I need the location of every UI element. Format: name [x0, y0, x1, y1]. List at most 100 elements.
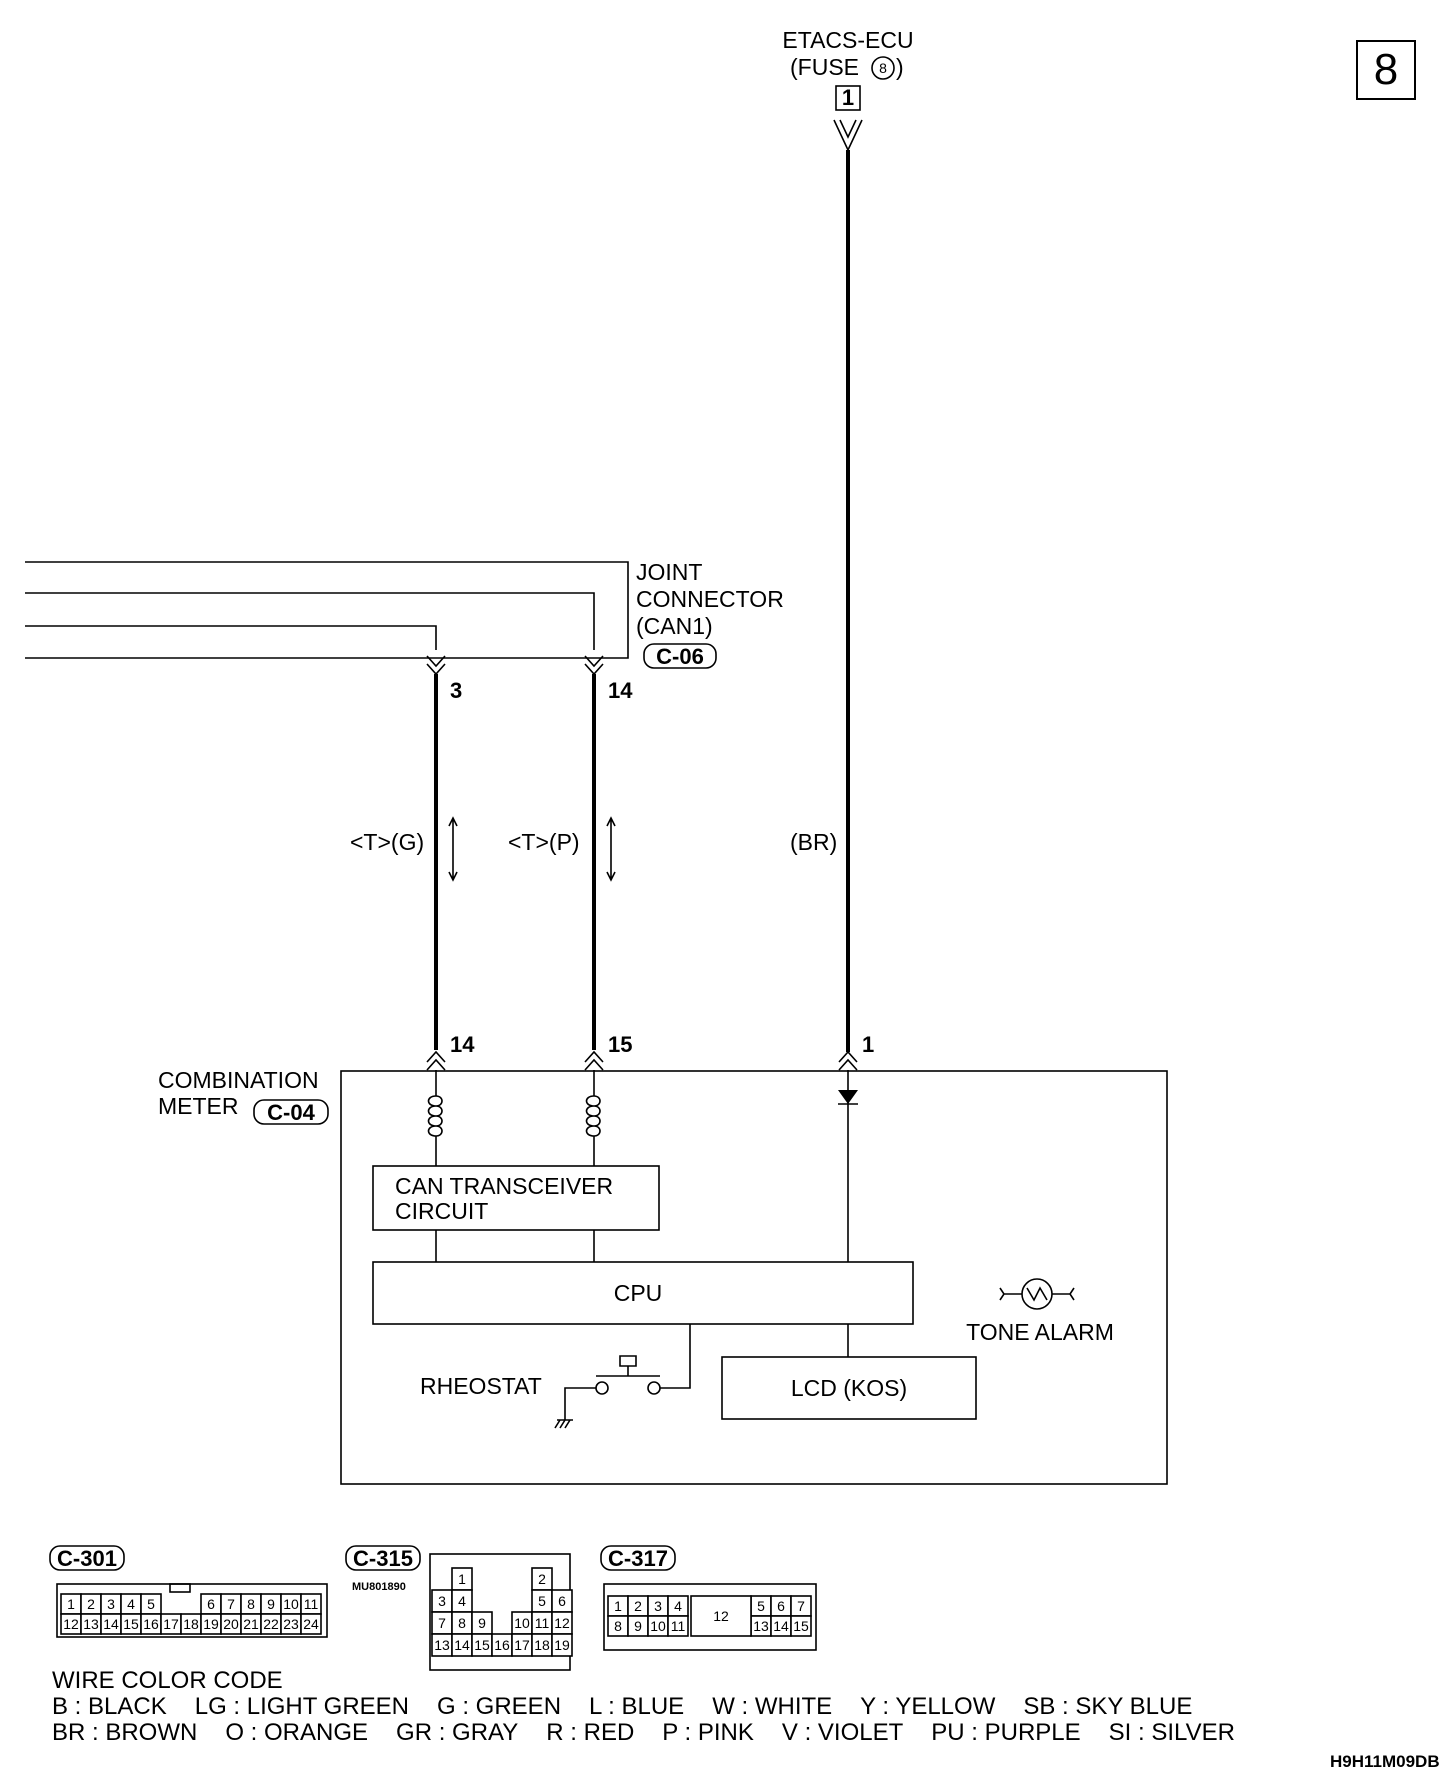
wire-color-entry: B : BLACK [52, 1693, 167, 1720]
connector-pin-label: 21 [243, 1616, 259, 1632]
connector-pin-label: 5 [538, 1593, 546, 1609]
can-bus-line-2 [25, 592, 595, 650]
etacs-terminal-icon [833, 119, 863, 152]
joint-connector-line2: CONNECTOR [636, 586, 784, 612]
connector-pin-label: 7 [227, 1596, 235, 1612]
connector-pin-label: 4 [674, 1598, 682, 1614]
wire-color-entry: O : ORANGE [225, 1719, 369, 1746]
connector-pin-label: 9 [634, 1618, 642, 1634]
connector-pin-label: 1 [614, 1598, 622, 1614]
tone-alarm-label: TONE ALARM [966, 1319, 1114, 1345]
figure-code: H9H11M09DB [1330, 1752, 1440, 1771]
connector-pin-label: 14 [454, 1637, 470, 1653]
connector-pin-label: 15 [793, 1618, 809, 1634]
connector-pin-label: 18 [183, 1616, 199, 1632]
connector-pin-label: 11 [535, 1615, 550, 1631]
joint-pin-left: 3 [450, 678, 462, 703]
connector-pin-label: 19 [554, 1637, 570, 1653]
connector-cell [551, 1633, 573, 1657]
power-wire-label: (BR) [790, 829, 837, 855]
connector-pin-label: 22 [263, 1616, 279, 1632]
joint-connector-code-badge [643, 643, 717, 669]
connector-pin-label: 15 [474, 1637, 490, 1653]
connector-pin-label: 17 [514, 1637, 530, 1653]
connector-pin-label: 8 [458, 1615, 466, 1631]
connector-pin-label: 6 [777, 1598, 785, 1614]
connector-pin-label: 3 [107, 1596, 115, 1612]
connector-pin-label: 13 [434, 1637, 450, 1653]
connector-pin-label: 3 [438, 1593, 446, 1609]
can-transceiver-line2: CIRCUIT [395, 1198, 488, 1224]
can-bus-line-1 [25, 561, 629, 659]
can-transceiver-line1: CAN TRANSCEIVER [395, 1173, 613, 1199]
twisted-pair-arrow-icon [606, 816, 616, 882]
can-wire-p-label: <T>(P) [508, 829, 580, 855]
connector-pin-label: 10 [283, 1596, 299, 1612]
c301-code-badge [49, 1545, 125, 1571]
fuse-number-circle [871, 56, 895, 80]
wire-color-entry: SI : SILVER [1108, 1719, 1235, 1746]
connector-pin-label: 12 [554, 1615, 570, 1631]
connector-pin-label: 4 [458, 1593, 466, 1609]
wire-color-entry: G : GREEN [437, 1693, 562, 1720]
connector-pin-label: 10 [514, 1615, 530, 1631]
lcd-label: LCD (KOS) [791, 1375, 907, 1401]
page-number: 8 [1356, 40, 1416, 100]
wire-color-entry: SB : SKY BLUE [1023, 1693, 1193, 1720]
connector-cell [690, 1595, 752, 1637]
combination-meter-code: C-04 [267, 1100, 315, 1125]
rheostat-label: RHEOSTAT [420, 1373, 542, 1399]
connector-pin-label: 8 [247, 1596, 255, 1612]
connector-cell [790, 1615, 812, 1637]
joint-connector-line1: JOINT [636, 559, 702, 585]
connector-pin-label: 14 [103, 1616, 119, 1632]
connector-pin-label: 4 [127, 1596, 135, 1612]
etacs-fuse-suffix: ) [896, 54, 904, 80]
connector-pin-label: 16 [494, 1637, 510, 1653]
connector-pin-label: 18 [534, 1637, 550, 1653]
rheostat-switch-icon [647, 1381, 661, 1395]
connector-pin-label: 2 [634, 1598, 642, 1614]
connector-pin-label: 13 [753, 1618, 769, 1634]
meter-pin-mid: 15 [608, 1032, 632, 1057]
twisted-pair-arrow-icon [448, 816, 458, 882]
etacs-fuse-number: 8 [879, 60, 887, 76]
connector-pin-label: 23 [283, 1616, 299, 1632]
cpu-label: CPU [614, 1280, 663, 1306]
wire-color-entry: R : RED [546, 1719, 635, 1746]
cpu-block [372, 1261, 914, 1325]
connector-pin-label: 5 [147, 1596, 155, 1612]
c317-code: C-317 [608, 1546, 668, 1571]
wire-color-entry: Y : YELLOW [860, 1693, 996, 1720]
connector-pin-label: 6 [207, 1596, 215, 1612]
connector-pin-label: 5 [757, 1598, 765, 1614]
meter-pin-right: 1 [862, 1032, 874, 1057]
connector-pin-label: 2 [87, 1596, 95, 1612]
wire-color-entry: L : BLUE [589, 1693, 685, 1720]
wire-color-entry: W : WHITE [712, 1693, 833, 1720]
etacs-fuse-prefix: (FUSE [790, 54, 859, 80]
connector-pin-label: 9 [478, 1615, 486, 1631]
connector-pin-label: 16 [143, 1616, 159, 1632]
combination-meter-line1: COMBINATION [158, 1067, 319, 1093]
wire-color-entry: GR : GRAY [396, 1719, 519, 1746]
wire-color-entry: LG : LIGHT GREEN [194, 1693, 409, 1720]
c301-code: C-301 [57, 1546, 117, 1571]
connector-pin-label: 17 [163, 1616, 179, 1632]
connector-cell [667, 1615, 689, 1637]
connector-pin-label: 15 [123, 1616, 139, 1632]
connector-pin-label: 9 [267, 1596, 275, 1612]
wire-color-entry: PU : PURPLE [931, 1719, 1081, 1746]
meter-pin-left: 14 [450, 1032, 475, 1057]
connector-pin-label: 7 [438, 1615, 446, 1631]
etacs-pin-box [835, 85, 861, 111]
connector-pin-label: 12 [63, 1616, 79, 1632]
c315-code: C-315 [353, 1546, 413, 1571]
wire-color-entry: BR : BROWN [52, 1719, 198, 1746]
lcd-block [721, 1356, 977, 1420]
wire-color-row1: B : BLACK LG : LIGHT GREEN G : GREEN L : BL… [52, 1694, 1263, 1720]
